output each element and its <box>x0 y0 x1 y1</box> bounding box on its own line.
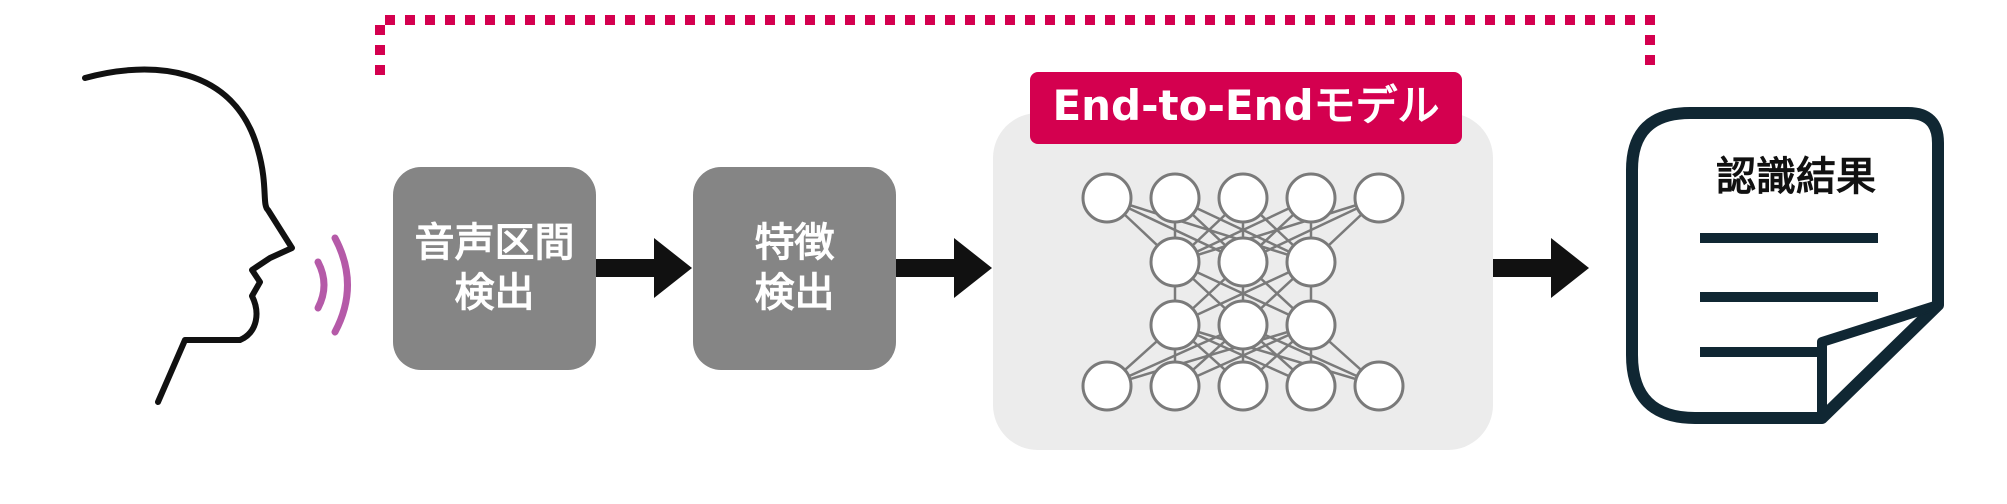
document-icon <box>1626 107 1944 424</box>
network-node <box>1149 172 1201 224</box>
step-label-feature-line2: 検出 <box>754 270 835 316</box>
step-label-vad-line2: 検出 <box>454 270 535 316</box>
network-node <box>1285 172 1337 224</box>
arrow-2 <box>896 238 992 298</box>
bypass-dotted-connector <box>375 15 1655 75</box>
network-node <box>1149 299 1201 351</box>
network-nodes <box>1081 172 1405 412</box>
network-edge <box>1106 323 1312 388</box>
network-node <box>1081 360 1133 412</box>
network-node <box>1149 360 1201 412</box>
network-node <box>1217 360 1269 412</box>
model-badge <box>1030 72 1462 144</box>
network-node <box>1353 360 1405 412</box>
step-box-feature <box>693 167 896 370</box>
network-node <box>1285 236 1337 288</box>
face-profile-icon <box>82 66 295 405</box>
result-title: 認識結果 <box>1716 154 1876 200</box>
arrow-1 <box>596 238 692 298</box>
step-label-vad: 音声区間 検出 <box>393 218 596 318</box>
network-node <box>1217 172 1269 224</box>
model-label: End-to-Endモデル <box>1052 81 1440 130</box>
network-node <box>1217 299 1269 351</box>
network-node <box>1353 172 1405 224</box>
sound-wave-icon <box>314 234 351 336</box>
step-label-feature-line1: 特徴 <box>754 220 835 266</box>
network-node <box>1149 236 1201 288</box>
network-node <box>1285 360 1337 412</box>
step-label-feature: 特徴 検出 <box>693 218 896 318</box>
arrow-3 <box>1493 238 1589 298</box>
network-node <box>1217 236 1269 288</box>
step-box-vad <box>393 167 596 370</box>
network-edge <box>1174 196 1380 264</box>
step-label-vad-line1: 音声区間 <box>414 220 575 266</box>
network-node <box>1285 299 1337 351</box>
network-node <box>1081 172 1133 224</box>
